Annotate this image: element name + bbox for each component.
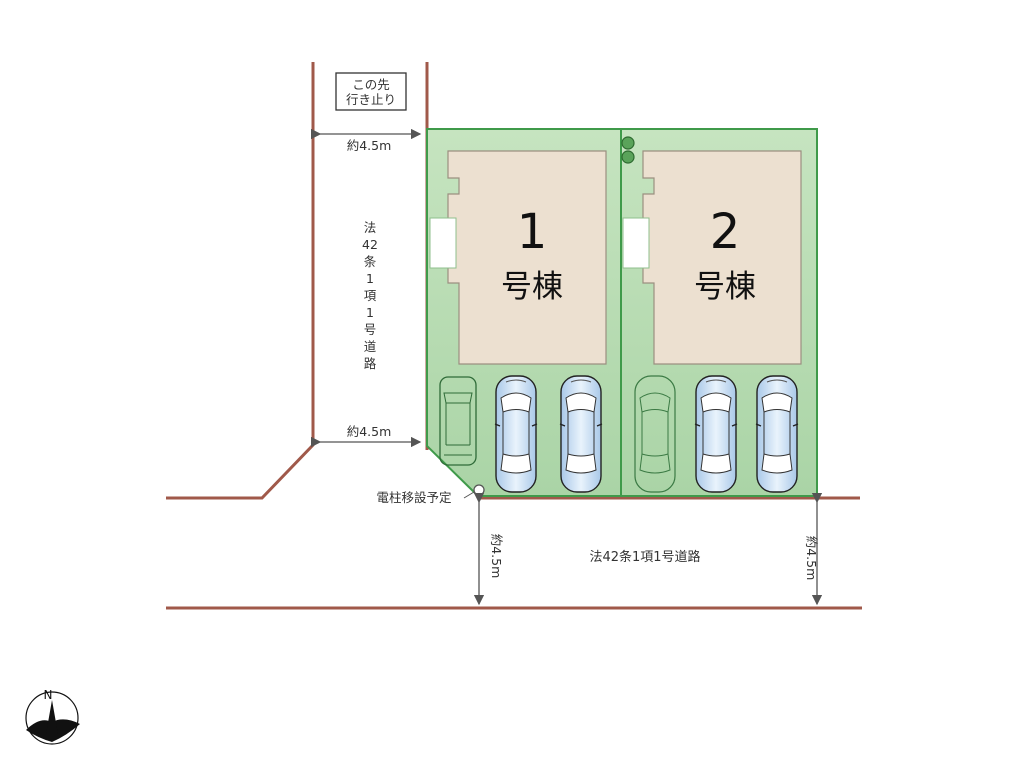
lot-2-car-b [755,375,799,493]
svg-text:1: 1 [366,271,374,286]
svg-text:号: 号 [364,322,377,337]
main-road-width-left-label: 約4.5m [489,534,504,579]
dead-end-line2: 行き止り [346,92,396,107]
main-road [166,496,862,610]
lot-1-entrance [429,217,457,269]
north-label: N [44,688,53,702]
main-road-width-left: 約4.5m [473,492,504,606]
side-road-width-top-label: 約4.5m [347,138,392,153]
compass-icon: N [25,688,80,745]
lot-2-label: 号棟 [694,269,756,305]
pole-relocation-note: 電柱移設予定 [376,490,451,505]
svg-text:法: 法 [364,220,377,235]
lot-2-number: 2 [710,204,741,260]
lot-1-label: 号棟 [501,269,563,305]
svg-text:道: 道 [364,339,377,354]
side-road-name: 法 42 条 1 項 1 号 道 路 [362,220,378,371]
lot-2-car-a [694,375,738,493]
main-road-width-right: 約4.5m [804,492,823,606]
main-road-name: 法42条1項1号道路 [589,549,700,565]
side-road-width-bottom: 約4.5m [310,424,422,448]
lot-2: 2 号棟 [620,128,818,497]
shrub-icon [621,136,635,164]
lot-2-entrance [622,217,650,269]
dead-end-sign: この先 行き止り [335,72,407,111]
svg-text:42: 42 [362,237,378,252]
svg-text:1: 1 [366,305,374,320]
lot-1-house [447,150,607,365]
side-road-width-bottom-label: 約4.5m [347,424,392,439]
main-road-width-right-label: 約4.5m [804,536,819,581]
lot-2-house [642,150,802,365]
lot-1-number: 1 [517,204,548,260]
svg-text:条: 条 [364,254,377,269]
lot-1: 1 号棟 [426,128,622,497]
side-road-width-top: 約4.5m [310,128,422,153]
svg-text:路: 路 [364,356,377,371]
svg-text:項: 項 [364,288,377,303]
lot-1-car-a [494,375,538,493]
dead-end-line1: この先 [352,77,390,92]
lot-1-car-b [559,375,603,493]
